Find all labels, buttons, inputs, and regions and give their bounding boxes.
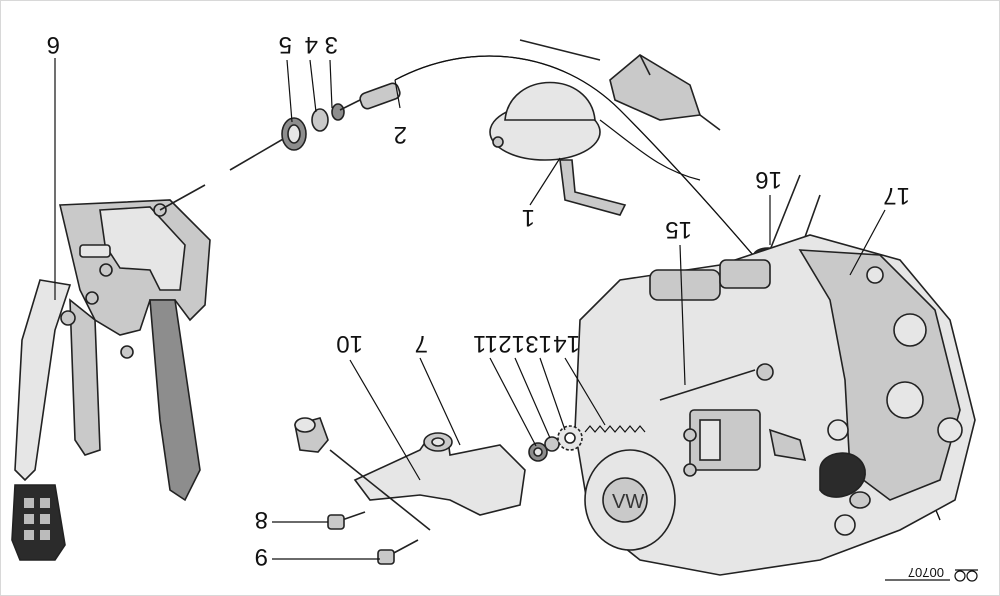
- callout-4: 4: [305, 31, 318, 58]
- callout-10: 10: [336, 330, 363, 357]
- gearbox: VW: [574, 234, 976, 576]
- callout-6: 6: [47, 31, 60, 58]
- callout-labels: 6 5 4 3 2 1 15 16 17 10 7 11 12 13 14 8 …: [47, 31, 978, 582]
- pedal-assembly: [11, 184, 211, 561]
- publisher-mark-icon: [954, 569, 978, 582]
- vacuum-servo: [489, 39, 721, 216]
- callout-3: 3: [325, 31, 338, 58]
- callout-1: 1: [522, 204, 535, 231]
- leader-lines: [54, 58, 950, 581]
- star-washer: [557, 425, 583, 451]
- cable-end-parts: [229, 99, 361, 171]
- callout-16: 16: [755, 166, 782, 193]
- callout-11: 11: [473, 330, 498, 357]
- release-parts: [294, 417, 646, 565]
- callout-7: 7: [415, 330, 428, 357]
- callout-12: 12: [498, 330, 525, 357]
- vw-logo: VW: [612, 491, 644, 513]
- callout-5: 5: [279, 31, 292, 58]
- callout-15: 15: [665, 216, 692, 243]
- callout-9: 9: [255, 543, 268, 570]
- figure-code: 00707: [908, 565, 944, 580]
- callout-8: 8: [255, 506, 268, 533]
- callout-14: 14: [553, 330, 580, 357]
- callout-17: 17: [883, 182, 910, 209]
- callout-13: 13: [525, 330, 552, 357]
- pedal-pad: [24, 498, 50, 540]
- callout-2: 2: [394, 121, 407, 148]
